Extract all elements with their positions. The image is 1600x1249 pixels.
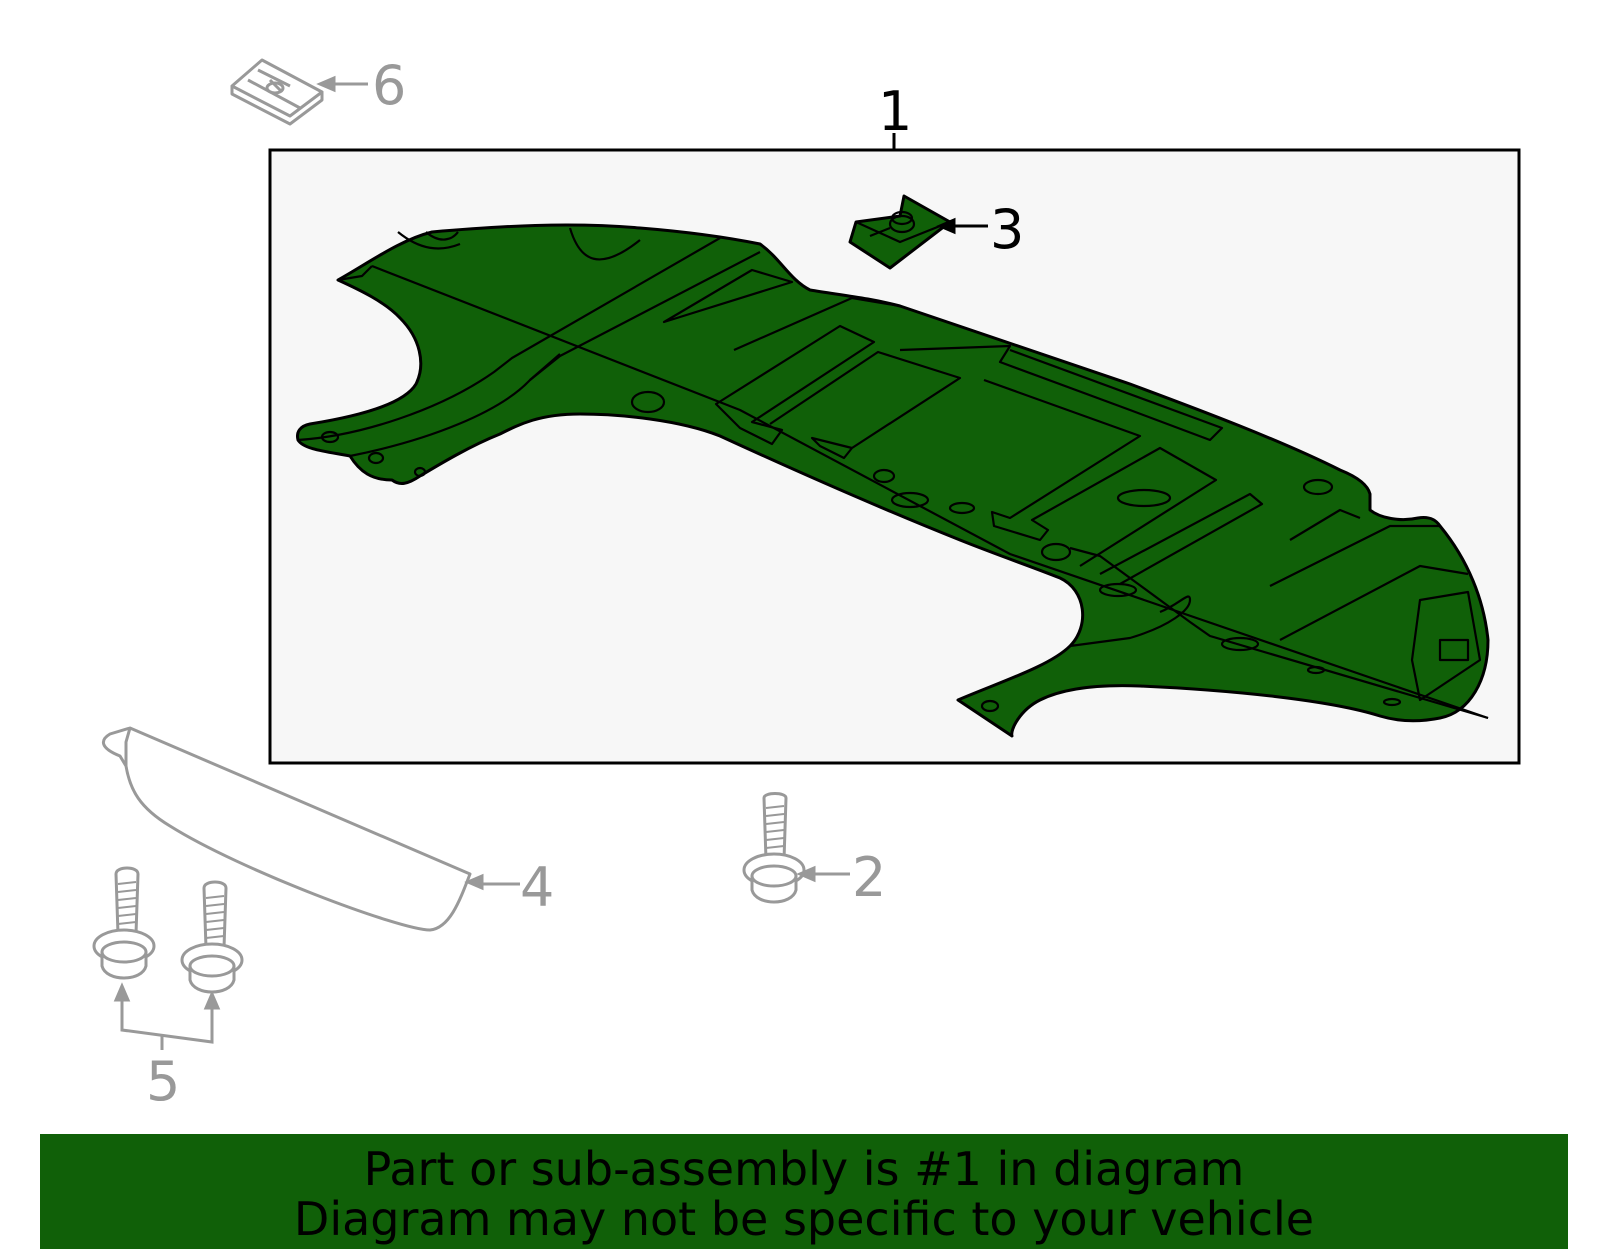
deflector-icon [102,726,472,932]
banner-line-1: Part or sub-assembly is #1 in diagram [363,1142,1245,1196]
callout-6: 6 [372,54,406,117]
callout-3: 3 [990,198,1024,261]
callout-1: 1 [878,80,912,143]
callout-2-arrow [796,865,850,883]
bolt-icon [742,792,806,904]
clip-icon [230,58,324,126]
callout-4: 4 [520,856,554,919]
banner-line-2: Diagram may not be specific to your vehi… [293,1192,1315,1246]
splash-shield-icon [296,223,1490,738]
bolt-left [92,866,156,980]
bolt-pair-icon [92,866,244,994]
bolt-right [180,880,244,994]
callout-4-arrow [464,873,520,891]
callout-5: 5 [146,1050,180,1113]
info-banner: Part or sub-assembly is #1 in diagram Di… [40,1134,1568,1249]
callout-3-arrow [936,217,988,235]
callout-6-arrow [316,75,368,93]
callout-5-leader [113,982,221,1050]
callout-2: 2 [852,846,886,909]
